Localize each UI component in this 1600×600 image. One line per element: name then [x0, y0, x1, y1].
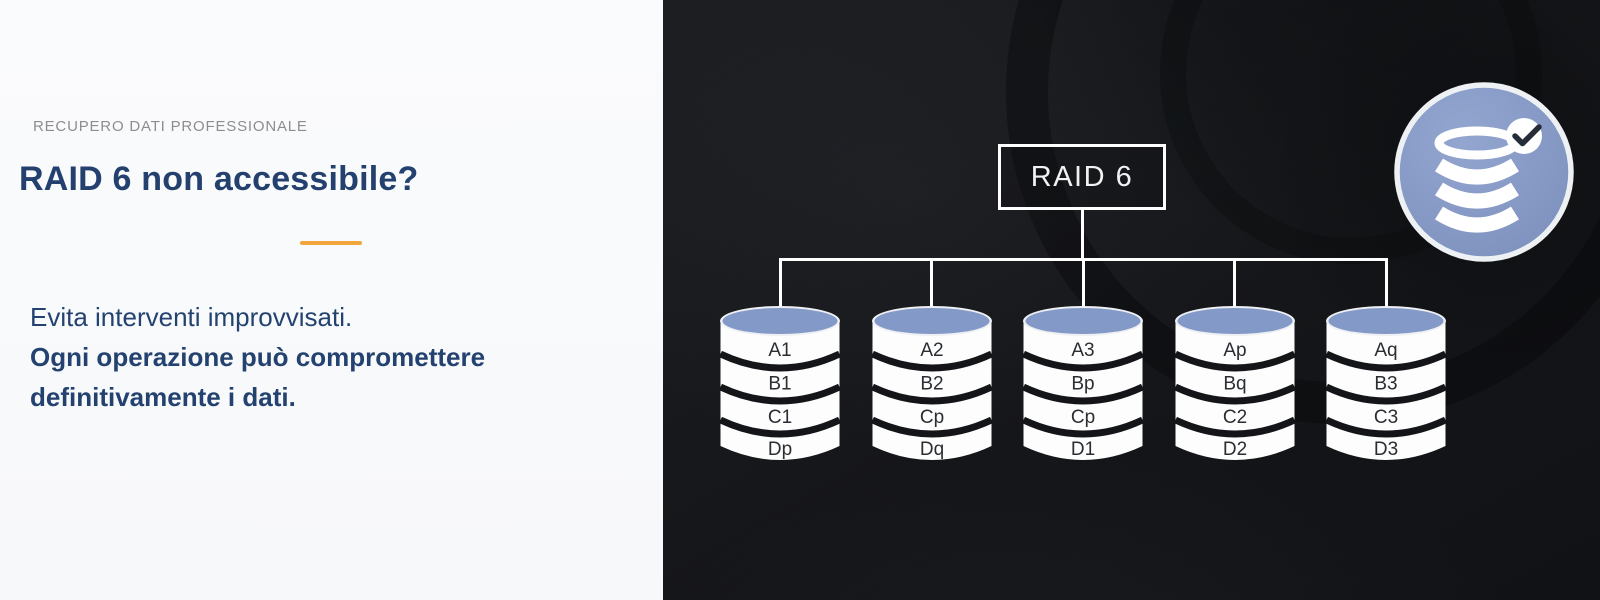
disk-cap — [1025, 308, 1141, 334]
block-label: D2 — [1222, 439, 1246, 460]
connector-stub-line — [930, 259, 933, 311]
block-label: B1 — [768, 374, 791, 395]
body-text-regular: Evita interventi improvvisati. — [30, 302, 353, 332]
block-label: Bq — [1223, 374, 1246, 395]
block-label: A3 — [1071, 340, 1094, 361]
disk-1: A1 B1 C1 Dp — [719, 306, 841, 460]
block-label: C2 — [1222, 407, 1246, 428]
block-label: B3 — [1374, 374, 1397, 395]
text-panel: RECUPERO DATI PROFESSIONALE RAID 6 non a… — [0, 0, 663, 600]
block-label: Cp — [919, 407, 943, 428]
connector-stub-line — [1081, 259, 1085, 311]
disk-cap — [1177, 308, 1292, 334]
block-label: Cp — [1071, 407, 1095, 428]
accent-divider — [300, 241, 362, 245]
disk-3: A3 Bp Cp D1 — [1022, 306, 1144, 460]
page-title: RAID 6 non accessibile? — [19, 160, 419, 198]
disk-4: Ap Bq C2 D2 — [1173, 306, 1296, 460]
connector-stub-line — [1384, 259, 1388, 311]
body-text-bold: Ogni operazione può compromettere defini… — [30, 342, 486, 412]
block-label: C1 — [768, 407, 792, 428]
block-label: Bp — [1071, 374, 1094, 395]
block-label: B2 — [920, 374, 943, 395]
connector-stub-line — [1233, 259, 1236, 311]
block-label: A2 — [920, 340, 943, 361]
check-icon — [1506, 118, 1542, 154]
block-label: D3 — [1374, 439, 1398, 460]
block-label: D1 — [1071, 439, 1095, 460]
block-label: C3 — [1374, 407, 1398, 428]
disk-cap — [874, 308, 989, 334]
disk-2: A2 B2 Cp Dq — [870, 306, 993, 460]
raid-root-box: RAID 6 — [998, 144, 1166, 210]
connector-drop-line — [1080, 209, 1084, 260]
disk-5: Aq B3 C3 D3 — [1325, 306, 1447, 460]
eyebrow-label: RECUPERO DATI PROFESSIONALE — [33, 118, 308, 135]
disk-cap — [1328, 308, 1444, 334]
database-icon — [1434, 126, 1520, 233]
connector-stub-line — [778, 259, 782, 311]
block-label: Ap — [1223, 340, 1246, 361]
block-label: Dq — [919, 439, 943, 460]
block-label: A1 — [768, 340, 791, 361]
verified-database-badge — [1394, 82, 1574, 262]
block-label: Aq — [1374, 340, 1397, 361]
disk-cap — [722, 308, 838, 334]
body-text: Evita interventi improvvisati. Ogni oper… — [30, 297, 608, 417]
block-label: Dp — [768, 439, 792, 460]
raid-diagram: RAID 6 A1 B1 C1 Dp — [663, 0, 1600, 600]
raid-root-label: RAID 6 — [1030, 160, 1134, 193]
